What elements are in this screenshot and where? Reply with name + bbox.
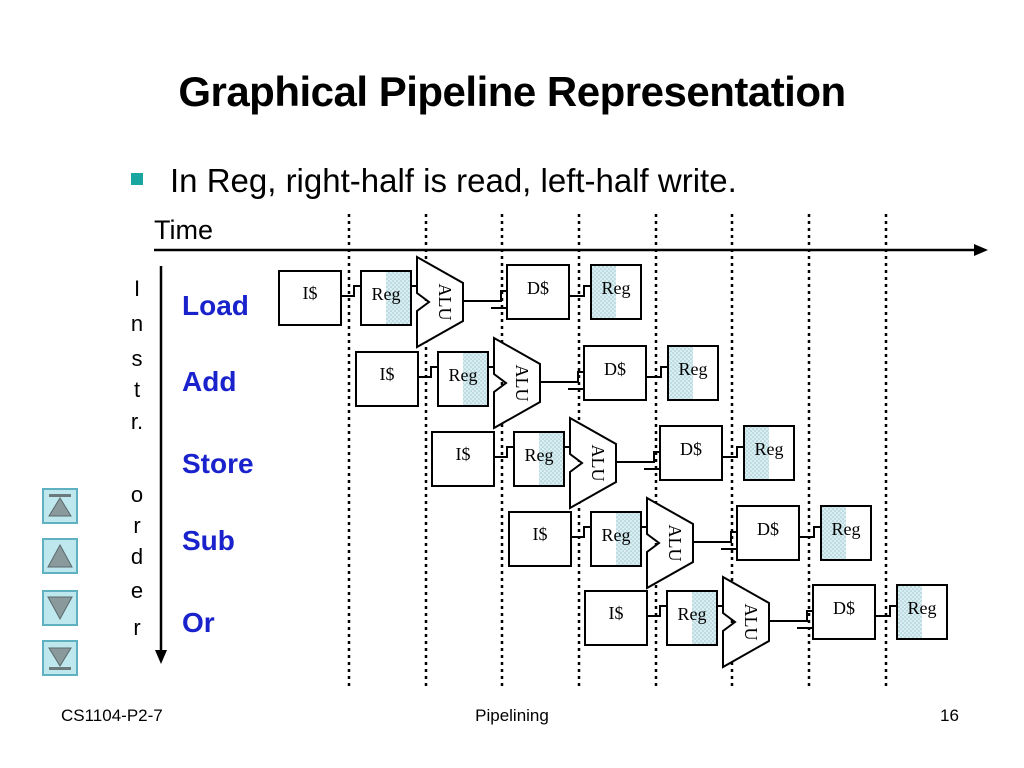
- alu-shape: [493, 336, 541, 430]
- ifetch-label: I$: [456, 444, 471, 464]
- dmem-box: [812, 584, 876, 640]
- instr-order-letter: r: [133, 615, 141, 640]
- instr-order-letter: s: [131, 346, 143, 371]
- last-slide-icon: [48, 647, 72, 670]
- order-axis-arrowhead: [155, 650, 167, 664]
- ifetch-box: [431, 431, 495, 487]
- ifetch-box: [508, 511, 572, 567]
- ifetch-box: [278, 270, 342, 326]
- instr-order-letter: r.: [130, 409, 144, 434]
- ifetch-label: I$: [533, 524, 548, 544]
- dmem-label: D$: [680, 439, 702, 459]
- instruction-or: Or: [182, 607, 215, 638]
- instruction-sub: Sub: [182, 525, 235, 556]
- dmem-box: [736, 505, 800, 561]
- alu-shape: [646, 496, 694, 590]
- instruction-store: Store: [182, 448, 254, 479]
- instr-order-letter: I: [133, 276, 141, 301]
- instr-order-letter: e: [130, 578, 144, 603]
- bullet-square-icon: [131, 173, 143, 185]
- reg-write-label: Reg: [755, 439, 784, 459]
- reg-read-label: Reg: [525, 445, 554, 465]
- dmem-box: [659, 425, 723, 481]
- pipeline-row-sub: I$ Reg ALU D$ Reg: [508, 496, 872, 590]
- footer-course-code: CS1104-P2-7: [61, 706, 163, 725]
- dmem-box: [583, 345, 647, 401]
- pipeline-row-load: I$ Reg ALU D$ Reg: [278, 255, 642, 349]
- pipeline-row-store: I$ Reg ALU D$ Reg: [431, 416, 795, 510]
- pipeline-row-or: I$ Reg ALU D$ Reg: [584, 575, 948, 669]
- next-slide-button[interactable]: [42, 590, 78, 626]
- alu-label: ALU: [588, 445, 608, 482]
- reg-read-label: Reg: [372, 284, 401, 304]
- instr-order-letter: d: [130, 544, 144, 569]
- instr-order-letter: n: [130, 311, 144, 336]
- previous-slide-icon: [47, 543, 73, 568]
- instr-order-letter: r: [133, 513, 141, 538]
- ifetch-label: I$: [609, 603, 624, 623]
- pipeline-row-add: I$ Reg ALU D$ Reg: [355, 336, 719, 430]
- time-axis-label: Time: [154, 215, 213, 245]
- footer-page-number: 16: [940, 706, 959, 725]
- alu-shape: [416, 255, 464, 349]
- alu-shape: [569, 416, 617, 510]
- reg-write-label: Reg: [602, 278, 631, 298]
- ifetch-box: [584, 590, 648, 646]
- reg-write-label: Reg: [679, 359, 708, 379]
- next-slide-icon: [47, 596, 73, 621]
- instruction-add: Add: [182, 366, 237, 397]
- reg-read-label: Reg: [449, 365, 478, 385]
- instr-order-letter: t: [133, 377, 141, 402]
- alu-shape: [722, 575, 770, 669]
- dmem-label: D$: [757, 519, 779, 539]
- last-slide-button[interactable]: [42, 640, 78, 676]
- alu-label: ALU: [435, 284, 455, 321]
- alu-label: ALU: [512, 365, 532, 402]
- ifetch-box: [355, 351, 419, 407]
- reg-read-label: Reg: [602, 525, 631, 545]
- slide-title: Graphical Pipeline Representation: [178, 68, 846, 115]
- first-slide-button[interactable]: [42, 488, 78, 524]
- first-slide-icon: [48, 494, 72, 517]
- previous-slide-button[interactable]: [42, 538, 78, 574]
- reg-write-label: Reg: [908, 598, 937, 618]
- dmem-label: D$: [833, 598, 855, 618]
- time-axis-arrowhead: [974, 244, 988, 256]
- bullet-text: In Reg, right-half is read, left-half wr…: [170, 162, 737, 199]
- footer-topic: Pipelining: [475, 706, 549, 725]
- instr-order-letter: o: [130, 482, 144, 507]
- alu-label: ALU: [741, 604, 761, 641]
- alu-label: ALU: [665, 525, 685, 562]
- reg-write-label: Reg: [832, 519, 861, 539]
- instruction-load: Load: [182, 290, 249, 321]
- ifetch-label: I$: [303, 283, 318, 303]
- reg-read-label: Reg: [678, 604, 707, 624]
- dmem-label: D$: [604, 359, 626, 379]
- dmem-box: [506, 264, 570, 320]
- dmem-label: D$: [527, 278, 549, 298]
- ifetch-label: I$: [380, 364, 395, 384]
